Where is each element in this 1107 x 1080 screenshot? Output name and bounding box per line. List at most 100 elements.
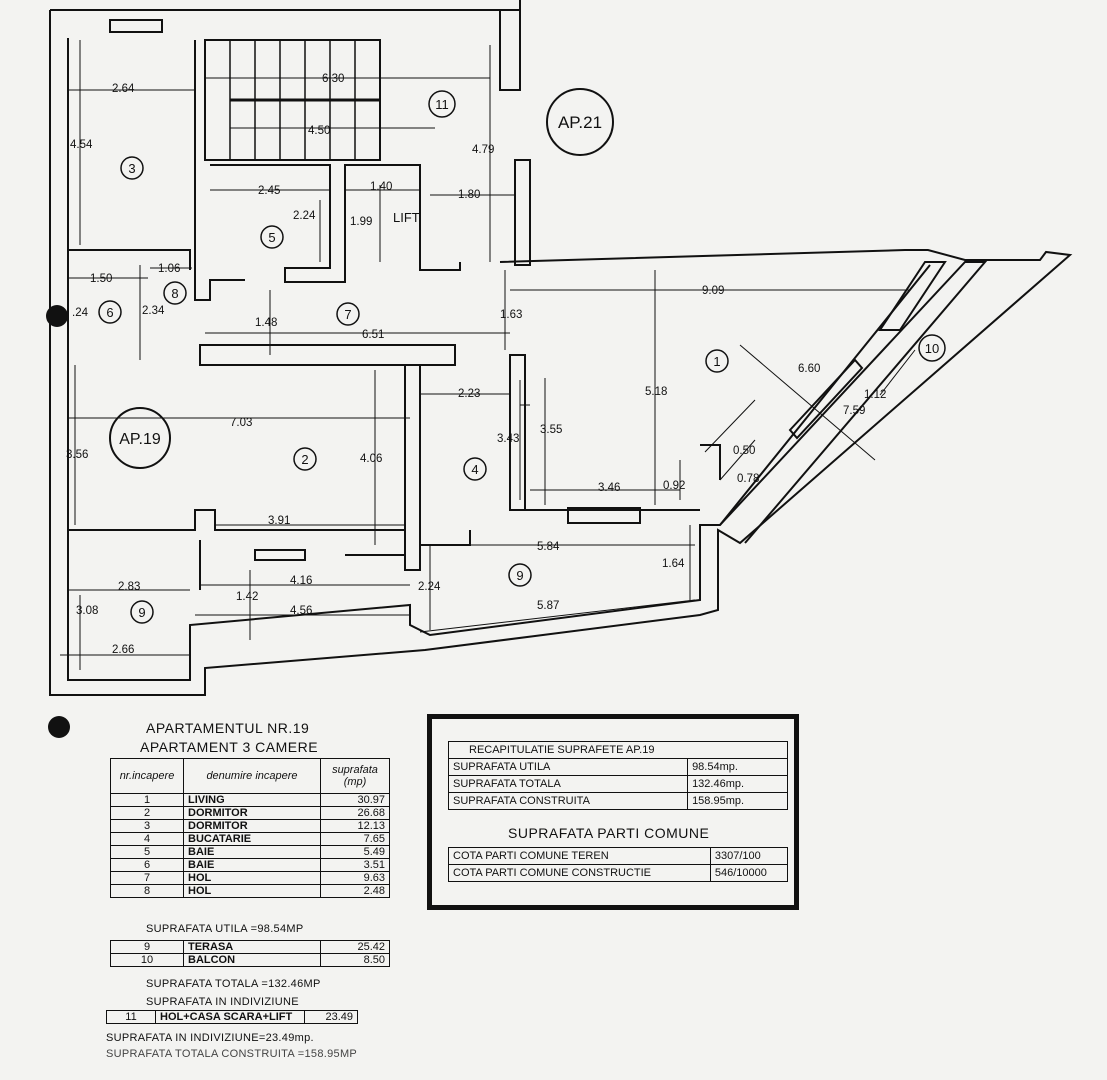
- dimension-label: 2.45: [258, 185, 280, 197]
- cell: BAIE: [183, 858, 321, 872]
- utila-line: SUPRAFATA UTILA =98.54MP: [146, 923, 304, 935]
- room-number: 2: [301, 452, 308, 467]
- room-number: 1: [713, 354, 720, 369]
- dimension-label: 1.50: [90, 273, 112, 285]
- cell: 8: [110, 884, 184, 898]
- room-number: 10: [925, 341, 939, 356]
- wall-4: [404, 365, 421, 571]
- cell: DORMITOR: [183, 819, 321, 833]
- indiviziune-title: SUPRAFATA IN INDIVIZIUNE: [146, 996, 299, 1008]
- dimension-label: 1.42: [236, 591, 258, 603]
- cell: 7.65: [320, 832, 390, 846]
- cell: COTA PARTI COMUNE CONSTRUCTIE: [448, 864, 711, 882]
- cell: BUCATARIE: [183, 832, 321, 846]
- dimension-label: 4.54: [70, 139, 93, 151]
- cell: 26.68: [320, 806, 390, 820]
- balcony: [719, 261, 988, 544]
- cell: 2: [110, 806, 184, 820]
- recap-table: RECAPITULATIE SUPRAFETE AP.19 SUPRAFATA …: [447, 741, 788, 810]
- cell: 10: [110, 953, 184, 967]
- dimension-label: 5.87: [537, 600, 559, 612]
- cell: 546/10000: [709, 864, 789, 882]
- cell: 7: [110, 871, 184, 885]
- wall-ap21-2: [514, 159, 531, 266]
- cell: 4: [110, 832, 184, 846]
- dimension-label: 3.55: [540, 424, 562, 436]
- room-number: 7: [344, 307, 351, 322]
- dimension-label: 6.60: [798, 363, 820, 375]
- dimension-label: 4.16: [290, 575, 312, 587]
- dimension-label: 9.09: [702, 285, 724, 297]
- cell: 11: [106, 1010, 156, 1024]
- wall-5: [210, 164, 461, 283]
- cell: SUPRAFATA TOTALA: [447, 775, 689, 793]
- outer-wall: [49, 0, 1073, 696]
- dimension-label: 2.34: [142, 305, 165, 317]
- dimension-label: .24: [72, 307, 89, 319]
- dimension-label: 2.64: [112, 83, 135, 95]
- lift-label: LIFT: [393, 210, 420, 225]
- cell: BALCON: [183, 953, 321, 967]
- dimension-label: 7.03: [230, 417, 252, 429]
- dimension-label: 1.99: [350, 216, 372, 228]
- room-number: 9: [138, 605, 145, 620]
- ap21-circle: [546, 88, 614, 156]
- recap-title: RECAPITULATIE SUPRAFETE AP.19: [448, 741, 788, 759]
- common-title: SUPRAFATA PARTI COMUNE: [508, 825, 710, 841]
- common-table: 11 HOL+CASA SCARA+LIFT 23.49: [106, 1010, 358, 1024]
- dimension-label: 4.50: [308, 125, 330, 137]
- ap19-label: AP.19: [119, 431, 161, 448]
- cell: 3: [110, 819, 184, 833]
- dimension-label: 4.06: [360, 453, 382, 465]
- dimension-label: 6.30: [322, 73, 344, 85]
- dimension-label: 1.63: [500, 309, 522, 321]
- cell: 6: [110, 858, 184, 872]
- ap19-circle: [109, 407, 171, 469]
- col-header: suprafata (mp): [320, 758, 390, 794]
- cell: 132.46mp.: [687, 775, 788, 793]
- room-number: 4: [471, 462, 478, 477]
- wall-3: [68, 249, 191, 270]
- cell: 1: [110, 793, 184, 807]
- binder-hole: [46, 305, 68, 327]
- cell: 12.13: [320, 819, 390, 833]
- cell: DORMITOR: [183, 806, 321, 820]
- dimension-label: 0.78: [737, 473, 759, 485]
- dimension-label: 3.43: [497, 433, 519, 445]
- cell: 3307/100: [709, 847, 789, 865]
- wall-hall: [194, 40, 245, 301]
- dimension-label: 3.08: [76, 605, 98, 617]
- room-number: 8: [171, 286, 178, 301]
- ap21-label: AP.21: [558, 113, 602, 132]
- dimension-label: 3.46: [598, 482, 620, 494]
- dimension-label: 3.91: [268, 515, 290, 527]
- cell: SUPRAFATA CONSTRUITA: [447, 792, 689, 810]
- cell: 5: [110, 845, 184, 859]
- dimension-label: 1.64: [662, 558, 685, 570]
- dimension-label: 2.66: [112, 644, 134, 656]
- recap-box: RECAPITULATIE SUPRAFETE AP.19 SUPRAFATA …: [427, 714, 799, 910]
- rooms-table: nr.incapere denumire incapere suprafata …: [110, 758, 390, 898]
- cell: 158.95mp.: [687, 792, 788, 810]
- inner-outline: [67, 38, 931, 681]
- dimension-label: 4.79: [472, 144, 494, 156]
- cell: 3.51: [320, 858, 390, 872]
- table-row: 11 HOL+CASA SCARA+LIFT 23.49: [106, 1010, 358, 1024]
- cell: HOL: [183, 884, 321, 898]
- room-number: 3: [128, 161, 135, 176]
- dimension-label: 1.12: [864, 389, 886, 401]
- cell: LIVING: [183, 793, 321, 807]
- cell: 5.49: [320, 845, 390, 859]
- cell: HOL: [183, 871, 321, 885]
